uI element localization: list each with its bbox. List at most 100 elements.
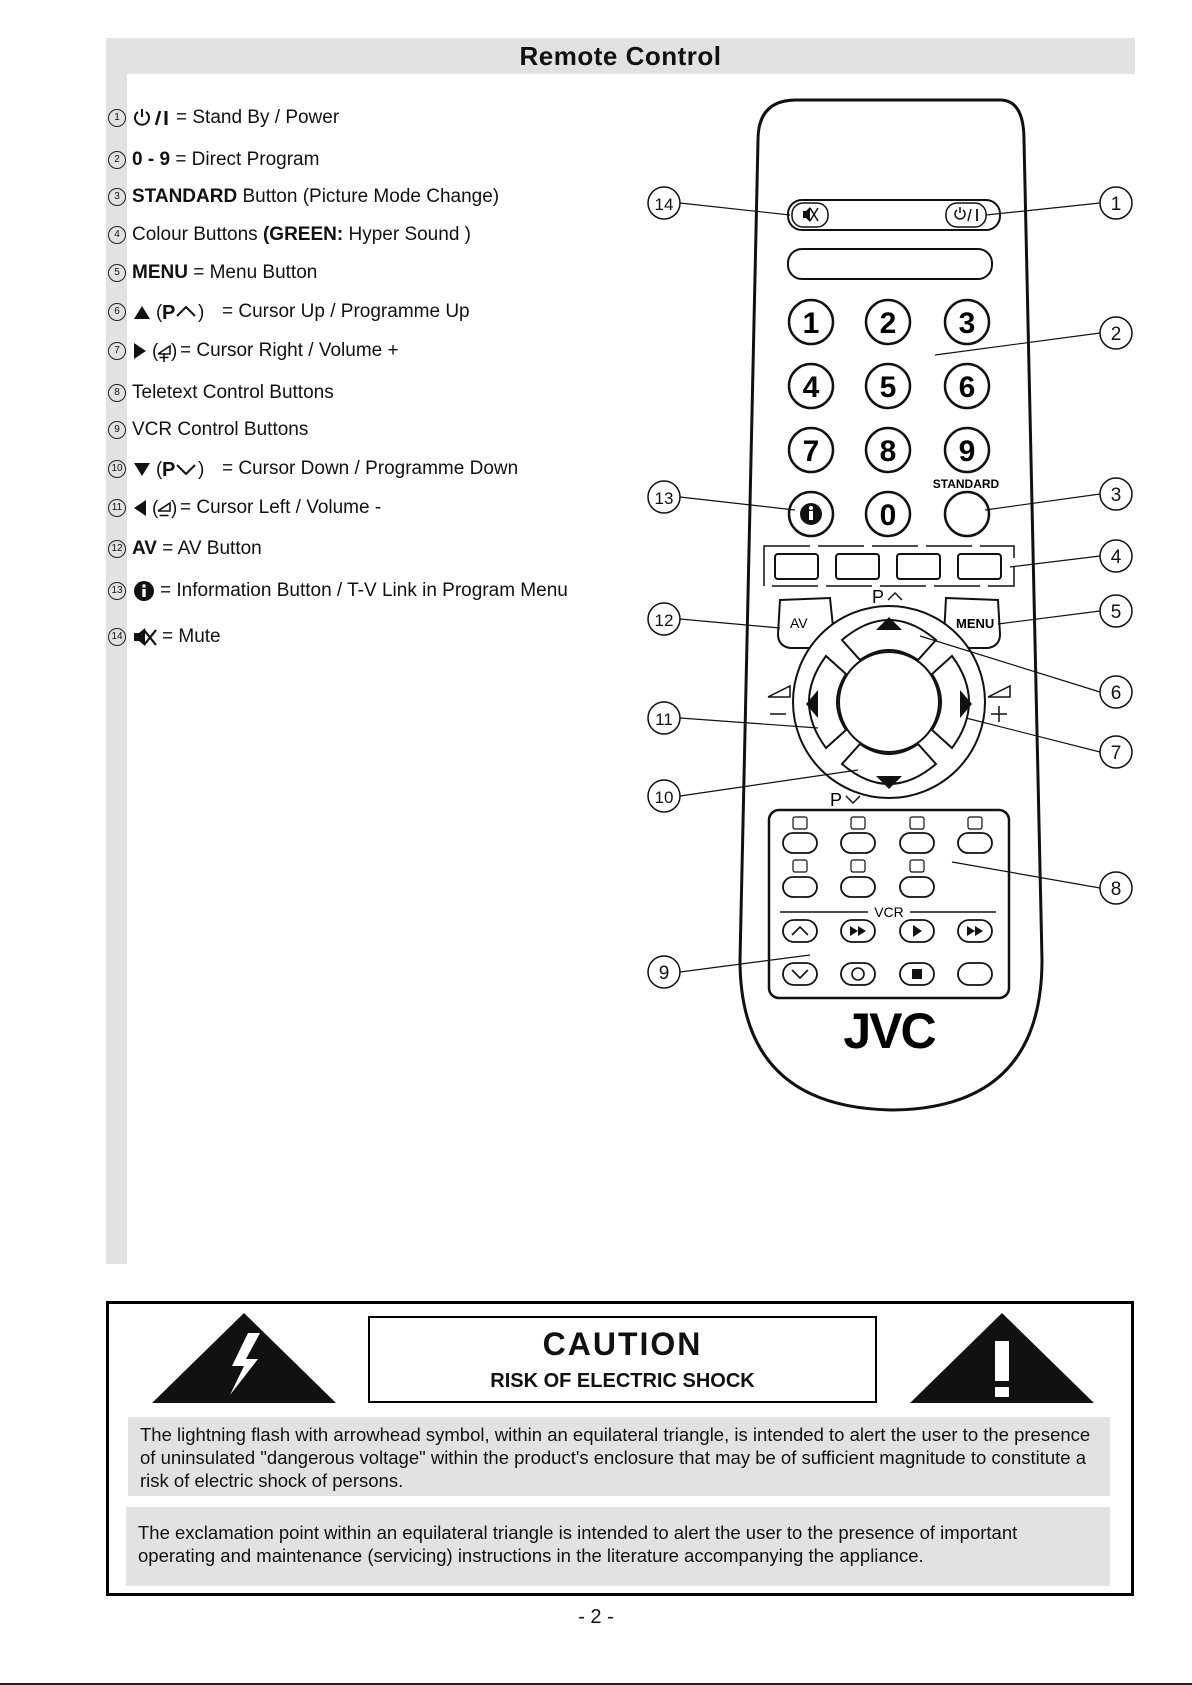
legend-number: 13 (108, 582, 126, 600)
legend-bold: STANDARD (132, 186, 238, 207)
vcr-label: VCR (874, 904, 904, 920)
legend-item-1: 1 = Stand By / Power (108, 104, 339, 132)
legend-text: = Cursor Right / Volume + (180, 340, 399, 361)
p-down-label: P (830, 790, 842, 810)
legend-text: = Cursor Down / Programme Down (222, 458, 519, 479)
power-button (945, 202, 987, 228)
legend-text: Button (Picture Mode Change) (242, 186, 500, 207)
legend-number: 2 (108, 151, 126, 169)
svg-text:6: 6 (1111, 683, 1122, 704)
colour-button-yellow (896, 553, 941, 580)
svg-text:(: ( (156, 459, 163, 480)
legend-number: 1 (108, 109, 126, 127)
teletext-buttons (782, 832, 993, 898)
legend-item-11: 11 () = Cursor Left / Volume - (108, 494, 381, 522)
menu-label: MENU (956, 616, 994, 631)
brand-logo: JVC (843, 1003, 935, 1059)
svg-text:(: ( (152, 341, 159, 362)
caution-title-box: CAUTION RISK OF ELECTRIC SHOCK (368, 1316, 877, 1403)
legend-item-6: 6 (P) = Cursor Up / Programme Up (108, 298, 470, 326)
dpad (792, 605, 986, 799)
legend-number: 12 (108, 540, 126, 558)
remote-illustration: 1 2 3 4 5 6 7 8 9 0 STANDARD P AV MENU (647, 98, 1133, 1112)
svg-text:P: P (162, 459, 175, 481)
legend-number: 9 (108, 421, 126, 439)
callout-lines (679, 202, 1101, 973)
legend-number: 14 (108, 628, 126, 646)
legend-text: Teletext Control Buttons (132, 382, 334, 403)
lightning-explanation: The lightning flash with arrowhead symbo… (128, 1417, 1110, 1496)
legend-number: 3 (108, 188, 126, 206)
av-label: AV (790, 615, 808, 631)
legend-item-3: 3 STANDARD Button (Picture Mode Change) (108, 183, 499, 211)
svg-text:7: 7 (1111, 743, 1122, 764)
colour-button-blue (957, 553, 1002, 580)
svg-text:14: 14 (655, 195, 674, 214)
svg-text:P: P (162, 302, 175, 324)
legend-item-5: 5 MENU = Menu Button (108, 259, 317, 287)
svg-text:): ) (198, 459, 204, 480)
svg-text:4: 4 (1111, 547, 1122, 568)
legend-text: = Mute (162, 626, 221, 647)
legend-text: = Menu Button (193, 262, 318, 283)
caution-subtitle: RISK OF ELECTRIC SHOCK (490, 1370, 755, 1392)
svg-text:12: 12 (655, 611, 674, 630)
digit-7: 7 (803, 435, 820, 468)
legend-text: = AV Button (162, 538, 262, 559)
svg-text:5: 5 (1111, 602, 1122, 623)
mute-icon (803, 207, 819, 222)
right-arrow (960, 690, 972, 718)
digit-3: 3 (959, 307, 976, 340)
page-number: - 2 - (578, 1606, 614, 1628)
legend-text: = Cursor Left / Volume - (180, 497, 382, 518)
legend-item-12: 12 AV = AV Button (108, 535, 262, 563)
caution-title: CAUTION (542, 1326, 703, 1362)
legend-text: = Direct Program (175, 149, 320, 170)
legend-text: = Cursor Up / Programme Up (222, 301, 470, 322)
legend-bold: 0 - 9 (132, 149, 171, 170)
legend-item-2: 2 0 - 9 = Direct Program (108, 146, 319, 174)
legend-number: 6 (108, 303, 126, 321)
volume-plus-icon (987, 684, 1011, 722)
svg-text:9: 9 (659, 963, 670, 984)
digit-6: 6 (959, 371, 976, 404)
teletext-vcr-panel (767, 808, 1011, 1000)
display-window (787, 248, 993, 280)
svg-text:(: ( (156, 302, 163, 323)
digit-2: 2 (880, 307, 897, 340)
legend-item-7: 7 () = Cursor Right / Volume + (108, 337, 399, 365)
digit-4: 4 (803, 371, 820, 404)
svg-text:3: 3 (1111, 485, 1122, 506)
legend-item-10: 10 (P) = Cursor Down / Programme Down (108, 455, 518, 483)
digit-0: 0 (880, 499, 897, 532)
down-triangle-icon: (P) (132, 457, 218, 481)
svg-text:13: 13 (655, 489, 674, 508)
teletext-small-icons (792, 816, 983, 873)
volume-minus-icon (767, 684, 791, 715)
svg-text:10: 10 (655, 788, 674, 807)
colour-button-red (774, 553, 819, 580)
svg-text:(: ( (152, 498, 159, 519)
legend-item-8: 8 Teletext Control Buttons (108, 379, 334, 407)
down-arrow (876, 776, 902, 789)
svg-text:2: 2 (1111, 324, 1122, 345)
legend-bold: MENU (132, 262, 188, 283)
vcr-icons (791, 925, 983, 981)
info-icon (132, 579, 156, 603)
legend-text: = Information Button / T-V Link in Progr… (160, 580, 568, 601)
digit-buttons: 1 2 3 4 5 6 7 8 9 0 (787, 298, 991, 538)
caution-box (106, 1301, 1134, 1596)
info-button-icon (800, 503, 822, 525)
p-up-label: P (872, 587, 884, 607)
legend-text: = Stand By / Power (176, 107, 340, 128)
power-icon (954, 207, 978, 222)
left-arrow (806, 690, 818, 718)
legend-number: 7 (108, 342, 126, 360)
digit-9: 9 (959, 435, 976, 468)
legend-number: 11 (108, 499, 126, 517)
legend-pre: Colour Buttons (132, 224, 258, 245)
svg-text:): ) (171, 498, 176, 519)
digit-5: 5 (880, 371, 897, 404)
header-bar (106, 38, 1135, 74)
exclamation-warning-icon (910, 1313, 1094, 1403)
